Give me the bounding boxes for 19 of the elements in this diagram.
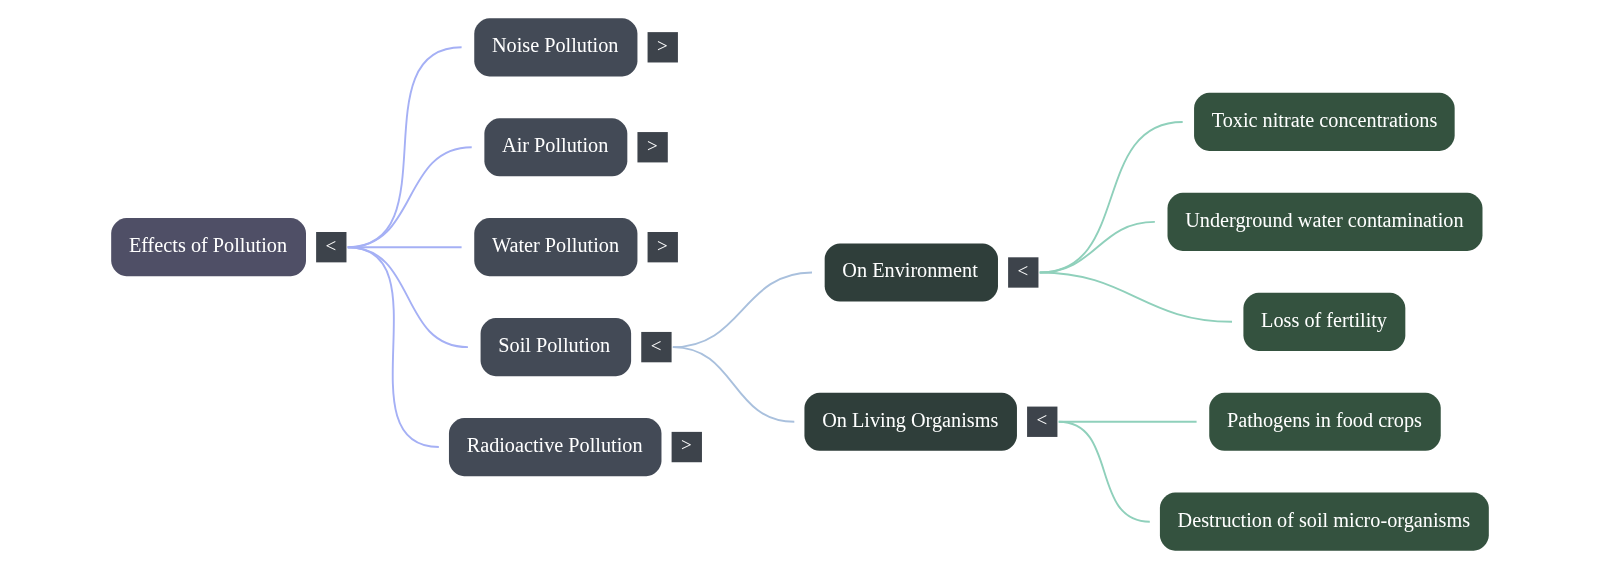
connector — [346, 246, 440, 448]
node-label: > — [657, 34, 668, 56]
node-box: Loss of fertility — [1243, 292, 1406, 351]
connector — [1038, 271, 1233, 323]
connector — [1038, 220, 1156, 274]
node-box: Pathogens in food crops — [1209, 392, 1441, 451]
connector — [1038, 121, 1184, 274]
node-label: < — [1017, 259, 1029, 281]
node-label: > — [681, 434, 692, 456]
node-box: Underground water contamination — [1167, 192, 1483, 251]
node-label: < — [325, 234, 337, 256]
node-box: Destruction of soil micro-organisms — [1159, 492, 1489, 551]
node-box: Toxic nitrate concentrations — [1194, 92, 1455, 152]
node-label: < — [650, 334, 662, 356]
node-label: > — [646, 134, 658, 156]
node-label: < — [1036, 409, 1048, 431]
node-label: > — [657, 234, 668, 256]
connector — [671, 346, 796, 423]
connector — [1057, 420, 1151, 523]
